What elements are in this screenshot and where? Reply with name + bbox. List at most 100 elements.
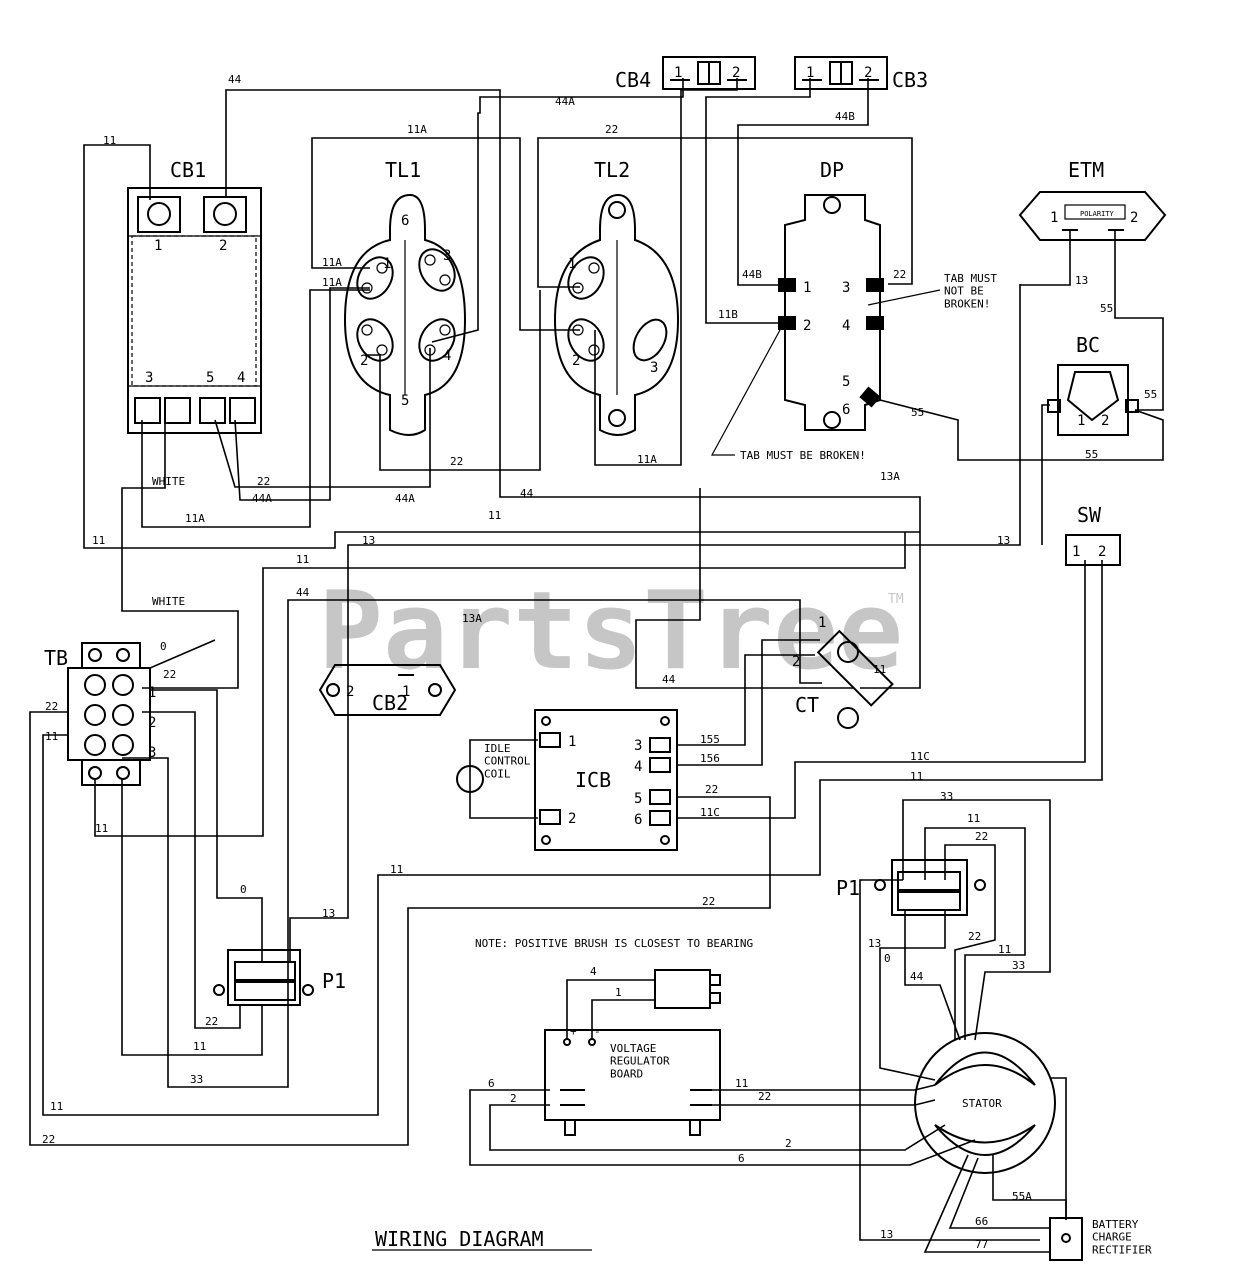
label-22-p1r: 22 [975, 830, 988, 843]
dp-pin-5: 5 [842, 374, 850, 390]
label-11a-tl1b: 11A [322, 276, 342, 289]
wire-labels: 44 44A 11A 22 44B 11 11A 11A 44B 22 11B … [42, 73, 1157, 1251]
label-13-stator: 13 [868, 937, 881, 950]
tb-terminal-block: TB 1 2 3 [44, 642, 156, 786]
label-55-dp: 55 [911, 406, 924, 419]
cb1-label: CB1 [170, 158, 206, 182]
tl2-pin-1: 1 [568, 256, 576, 272]
wire-44a-top [431, 78, 684, 343]
wire-13-stator [859, 879, 1040, 1241]
label-11c-icb: 11C [700, 806, 720, 819]
icb-pin-3: 3 [634, 738, 642, 754]
label-33-stator: 33 [1012, 959, 1025, 972]
label-44b-top: 44B [835, 110, 855, 123]
cb2-breaker: 2 1 CB2 [318, 664, 457, 716]
wire-13a [635, 488, 854, 689]
positive-brush-note: NOTE: POSITIVE BRUSH IS CLOSEST TO BEARI… [475, 937, 753, 950]
wire-44b [737, 78, 869, 286]
sw-label: SW [1077, 503, 1102, 527]
label-44b-dp: 44B [742, 268, 762, 281]
partstree-watermark: PartsTree TM [318, 569, 904, 694]
wire-13-etm [1020, 230, 1071, 286]
label-22-cb1: 22 [257, 475, 270, 488]
wire-77 [923, 1154, 1050, 1253]
brush-holder [654, 969, 721, 1009]
label-11-tb-left: 11 [45, 730, 58, 743]
ct-transformer: 1 2 CT [792, 615, 894, 729]
icb-pin-4: 4 [634, 759, 642, 775]
label-0-p1: 0 [240, 883, 247, 896]
label-11-lower: 11 [390, 863, 403, 876]
stator: STATOR [914, 1032, 1056, 1174]
tab-broken-note: TAB MUST BE BROKEN! [740, 449, 866, 462]
cb1-pin-4: 4 [237, 370, 245, 386]
tl2-pin-3: 3 [650, 360, 658, 376]
icb-pin-6: 6 [634, 812, 642, 828]
label-2-bottom: 2 [785, 1137, 792, 1150]
tb-pin-3: 3 [148, 745, 156, 761]
cb4-label: CB4 [615, 68, 651, 92]
dp-pin-4: 4 [842, 318, 850, 334]
label-33-p1r: 33 [940, 790, 953, 803]
label-11a-bottom: 11A [185, 512, 205, 525]
cb1-terminal-2 [203, 196, 247, 233]
label-33-p1-bottom: 33 [190, 1073, 203, 1086]
label-11-icb: 11 [910, 770, 923, 783]
watermark-tm: TM [888, 592, 904, 607]
dp-pin-1: 1 [803, 280, 811, 296]
tl1-terminal-lug: TL1 6 3 1 2 4 5 [343, 158, 467, 436]
tab-broken-leader [710, 329, 781, 456]
etm-label: ETM [1068, 158, 1104, 182]
etm-pin-2: 2 [1130, 210, 1138, 226]
label-13a-top: 13A [880, 470, 900, 483]
tab-not-broken-leader [867, 289, 941, 306]
vrb-plus: + [570, 1025, 577, 1038]
dp-pin-2: 2 [803, 318, 811, 334]
label-4-brush: 4 [590, 965, 597, 978]
wire-22-cb1 [234, 287, 370, 501]
label-55-bottom: 55 [1085, 448, 1098, 461]
tb-pin-2: 2 [148, 715, 156, 731]
tl2-post-2 [567, 318, 605, 362]
wire-stator-rect [1050, 1077, 1067, 1220]
tl1-pin-1: 1 [383, 256, 391, 272]
label-white-top: WHITE [152, 475, 185, 488]
cb1-pin-1: 1 [154, 238, 162, 254]
bc-pin-2: 2 [1101, 413, 1109, 429]
wire-33 [902, 799, 1051, 1041]
wire-22-long [29, 711, 771, 1146]
tl2-terminal-lug: TL2 1 2 3 [553, 158, 680, 436]
label-11-mid: 11 [488, 509, 501, 522]
wire-11a-top [311, 137, 580, 331]
wire-11a-bottom [141, 289, 370, 528]
wire-11c [676, 560, 1086, 819]
wire-44a-bottom [214, 348, 431, 488]
tb-pin-1: 1 [148, 685, 156, 701]
label-1-brush: 1 [615, 986, 622, 999]
label-11-left: 11 [92, 534, 105, 547]
wire-22-stator [944, 844, 996, 1040]
wire-11-tb [94, 532, 906, 837]
label-13-p1: 13 [322, 907, 335, 920]
tl1-pin-2: 2 [360, 353, 368, 369]
cb3-pin-1: 1 [806, 65, 814, 81]
label-22-top: 22 [605, 123, 618, 136]
label-44-ct: 44 [662, 673, 676, 686]
label-11a-tl1a: 11A [322, 256, 342, 269]
etm-hour-meter: ETM POLARITY 1 2 [1018, 158, 1167, 241]
icb-board: ICB 1 2 3 4 5 6 [534, 709, 678, 851]
cb2-label: CB2 [372, 691, 408, 715]
watermark-text: PartsTree [318, 569, 903, 694]
label-22-vrb: 22 [758, 1090, 771, 1103]
label-11-tb-bottom: 11 [95, 822, 108, 835]
wire-0-stator [879, 910, 946, 1081]
tl2-post-3 [632, 318, 668, 362]
stator-label: STATOR [962, 1097, 1002, 1110]
tl1-pin-3: 3 [443, 248, 451, 264]
label-22-dp: 22 [893, 268, 906, 281]
wire-4 [566, 979, 655, 1040]
